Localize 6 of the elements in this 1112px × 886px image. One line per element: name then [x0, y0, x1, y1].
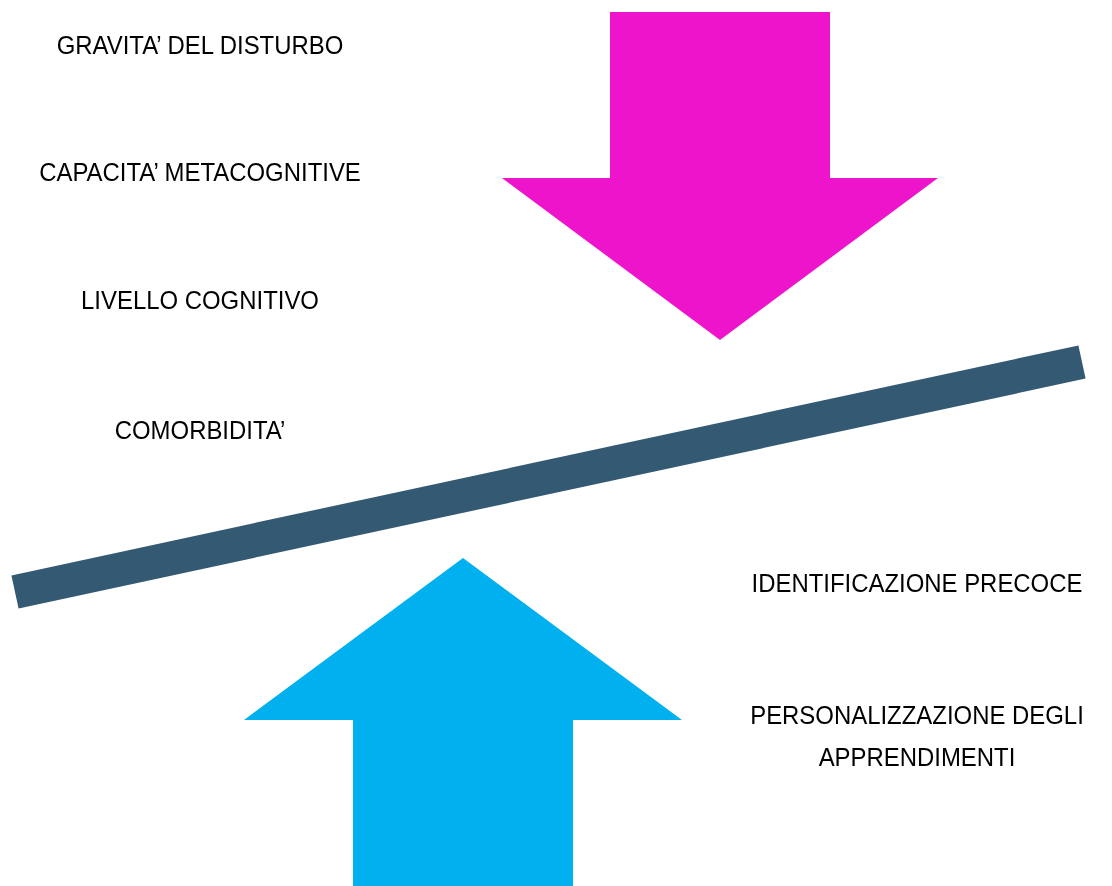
factor-label: LIVELLO COGNITIVO — [80, 284, 320, 317]
factor-label: COMORBIDITA’ — [113, 414, 287, 447]
factor-label: CAPACITA’ METACOGNITIVE — [38, 156, 362, 189]
factor-label: PERSONALIZZAZIONE DEGLI APPRENDIMENTI — [749, 699, 1085, 774]
factor-label: IDENTIFICAZIONE PRECOCE — [750, 567, 1084, 600]
factor-label: GRAVITA’ DEL DISTURBO — [55, 29, 345, 62]
